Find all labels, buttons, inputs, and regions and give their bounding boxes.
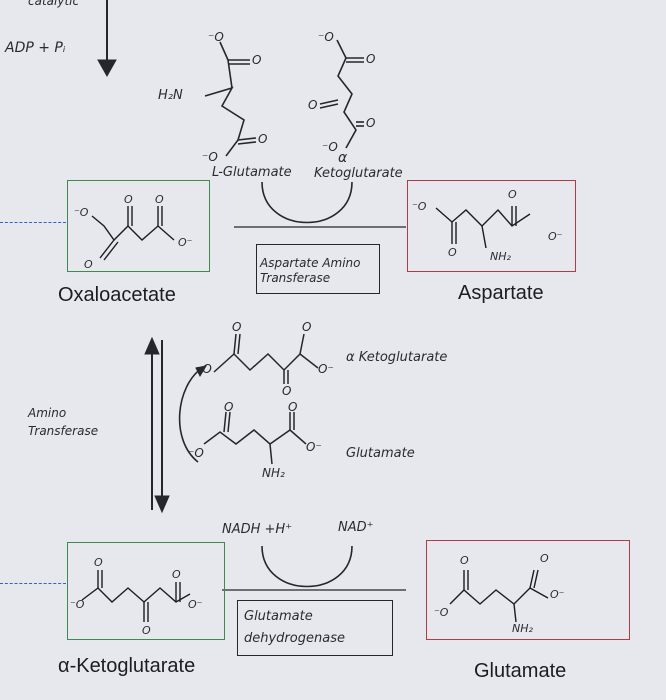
atom-o: O	[460, 554, 469, 567]
atom-o: O	[252, 53, 262, 67]
ketoglutarate-box	[67, 542, 225, 640]
aspartate-box	[407, 180, 576, 272]
atom-nh2: NH₂	[262, 466, 285, 480]
oxaloacetate-box	[67, 180, 210, 272]
adp-pi-label: ADP + Pᵢ	[5, 40, 66, 56]
top-corner-label: catalytic	[28, 0, 80, 8]
atom-minus-o: ⁻O	[412, 200, 427, 213]
glutamate-bottom-structure	[449, 569, 549, 623]
atom-o-minus: O⁻	[178, 236, 193, 249]
atom-o: O	[540, 552, 549, 565]
enzyme-1-box	[256, 244, 380, 294]
atom-o: O	[288, 400, 298, 414]
aspartate-label: Aspartate	[458, 282, 544, 304]
atom-o: O	[258, 132, 268, 146]
l-glutamate-label: L-Glutamate	[212, 165, 292, 180]
atom-minus-o: ⁻O	[434, 606, 449, 619]
glutamate-box	[426, 540, 630, 640]
atom-minus-o: ⁻O	[188, 446, 204, 460]
alpha-symbol-label: α	[338, 150, 348, 166]
atom-h2n: H₂N	[158, 88, 183, 103]
glutamate-mid-structure	[203, 411, 307, 465]
atom-minus-o: ⁻O	[202, 150, 218, 164]
atom-o: O	[366, 52, 376, 66]
atom-o: O	[224, 400, 234, 414]
atom-minus-o: ⁻O	[322, 140, 338, 154]
atom-o: O	[94, 556, 103, 569]
atom-o-minus: O⁻	[550, 588, 565, 601]
aspartate-structure	[435, 206, 531, 249]
glutamate-mid-label: Glutamate	[346, 446, 415, 461]
atom-o: O	[448, 246, 457, 259]
atom-minus-o: ⁻O	[70, 598, 85, 611]
atom-minus-o: ⁻O	[318, 30, 334, 44]
atom-o-minus: O⁻	[318, 362, 334, 376]
l-glutamate-structure	[204, 41, 257, 157]
ketoglutarate-top-structure	[319, 39, 364, 149]
atom-o: O	[84, 258, 93, 271]
atom-o: O	[508, 188, 517, 201]
enzyme-1-label: Aspartate Amino Transferase	[260, 256, 361, 285]
enzyme-2-label: Glutamate dehydrogenase	[244, 609, 345, 646]
ketoglutarate-bottom-structure	[81, 570, 191, 622]
oxaloacetate-structure	[91, 206, 175, 261]
ketoglutarate-mid-label: α Ketoglutarate	[346, 350, 448, 365]
oxaloacetate-label: Oxaloacetate	[58, 284, 176, 306]
vertical-arrows	[144, 336, 208, 514]
atom-minus-o: ⁻O	[196, 362, 212, 376]
atom-o: O	[366, 116, 376, 130]
atom-o-minus: O⁻	[548, 230, 563, 243]
amino-transferase-label: Amino Transferase	[28, 406, 99, 438]
enzyme-2-box	[237, 600, 393, 656]
ketoglutarate-mid-structure	[213, 333, 319, 384]
atom-o: O	[282, 384, 292, 398]
dashed-connector-top	[0, 222, 66, 223]
atom-o: O	[232, 320, 242, 334]
atom-o: O	[302, 320, 312, 334]
transamination-curve-1	[261, 181, 353, 224]
dashed-connector-bottom	[0, 583, 66, 584]
atom-o: O	[172, 568, 181, 581]
nadh-label: NADH +H⁺	[222, 522, 293, 537]
dehydrogenase-curve	[261, 545, 353, 588]
atom-o-minus: O⁻	[306, 440, 322, 454]
alpha-ketoglutarate-label: α-Ketoglutarate	[58, 655, 196, 677]
atom-minus-o: ⁻O	[208, 30, 224, 44]
atom-o-minus: O⁻	[188, 598, 203, 611]
atom-o: O	[308, 98, 318, 112]
atom-nh2: NH₂	[490, 250, 511, 263]
atp-arrow	[97, 0, 117, 78]
glutamate-label: Glutamate	[474, 660, 567, 682]
atom-nh2: NH₂	[512, 622, 533, 635]
atom-o: O	[142, 624, 151, 637]
nad-label: NAD⁺	[338, 520, 374, 535]
ketoglutarate-top-label: Ketoglutarate	[314, 166, 403, 181]
atom-minus-o: ⁻O	[74, 206, 89, 219]
atom-o: O	[155, 193, 164, 206]
atom-o: O	[124, 193, 133, 206]
